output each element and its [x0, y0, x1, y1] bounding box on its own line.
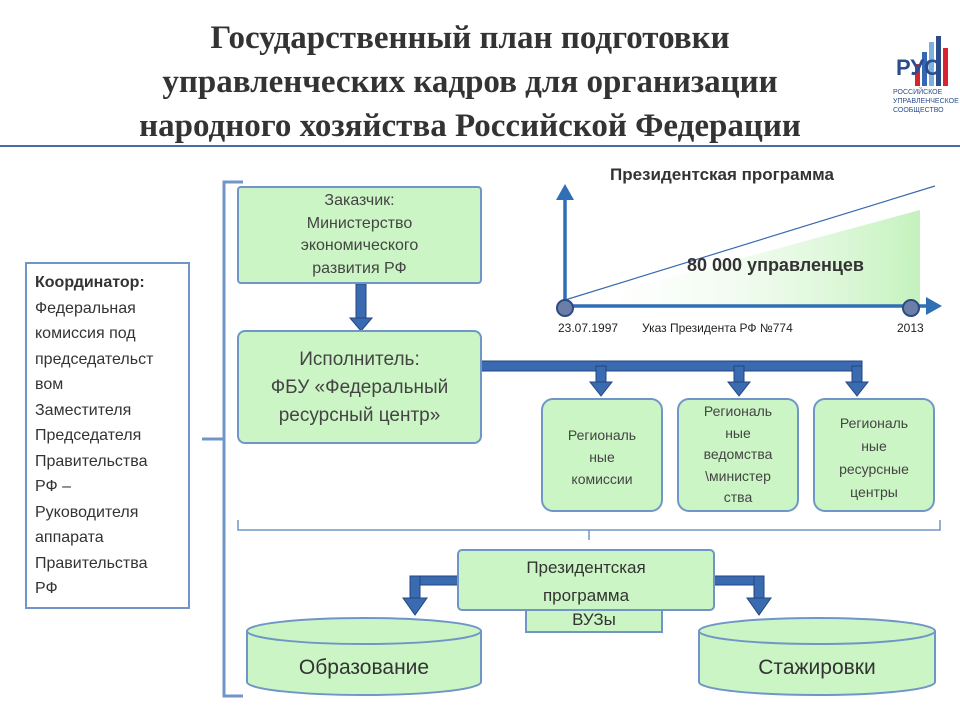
education-label: Образование	[298, 656, 430, 679]
regional-resource-centers-box: Региональ ные ресурсные центры	[813, 398, 935, 512]
page-title: Государственный план подготовки управлен…	[90, 16, 850, 148]
internships-cylinder	[698, 617, 936, 696]
growth-line	[564, 185, 936, 301]
arrow-customer-executor	[348, 283, 374, 332]
graph-value-label: 80 000 управленцев	[687, 255, 864, 275]
rus-logo-icon	[915, 36, 948, 86]
graph-end-year: 2013	[897, 321, 924, 335]
executor-box: Исполнитель: ФБУ «Федеральный ресурсный …	[237, 330, 482, 444]
regional-ministries-box: Региональ ные ведомства \министер ства	[677, 398, 799, 512]
education-cylinder	[246, 617, 482, 696]
title-line: Государственный план подготовки	[210, 20, 730, 56]
header-divider	[0, 145, 960, 147]
logo-name: РУС	[896, 55, 940, 80]
regional-brace	[237, 520, 941, 531]
coordinator-box: Координатор: Федеральная комиссия под пр…	[25, 262, 190, 609]
graph-decree: Указ Президента РФ №774	[642, 321, 793, 335]
coordinator-title: Координатор:	[35, 274, 145, 291]
title-line: народного хозяйства Российской Федерации	[139, 108, 801, 144]
title-line: управленческих кадров для организации	[162, 64, 778, 100]
presidential-program-box: Президентская программа	[457, 549, 715, 611]
internships-label: Стажировки	[758, 656, 876, 679]
graph-title: Президентская программа	[610, 165, 834, 184]
logo-subtitle: РОССИЙСКОЕ УПРАВЛЕНЧЕСКОЕ СООБЩЕСТВО	[893, 89, 959, 114]
arrow-program-internships	[713, 575, 772, 616]
graph-end-point	[902, 299, 920, 317]
arrow-executor-regional	[479, 360, 870, 397]
arrow-program-education	[402, 575, 459, 616]
graph-start-point	[556, 299, 574, 317]
graph-start-date: 23.07.1997	[558, 321, 619, 335]
regional-commissions-box: Региональ ные комиссии	[541, 398, 663, 512]
growth-wedge	[565, 210, 920, 306]
customer-box: Заказчик: Министерство экономического ра…	[237, 186, 482, 284]
